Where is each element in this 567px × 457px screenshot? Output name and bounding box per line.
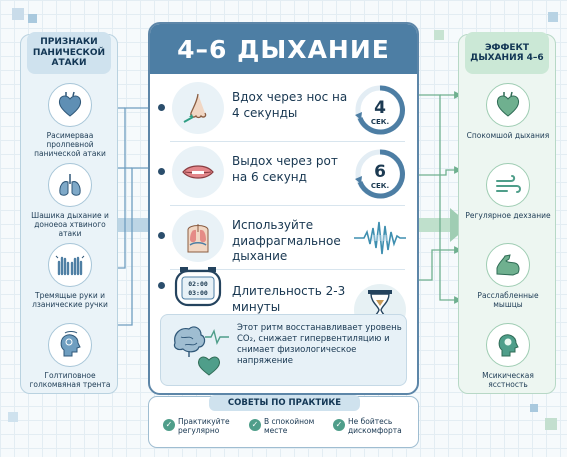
badge-unit: СЕК. (371, 182, 389, 190)
step-exhale: Выдох через рот на 6 секунд 6 СЕК. (150, 144, 417, 204)
calm-heart-icon (486, 83, 530, 127)
svg-text:03:00: 03:00 (188, 289, 208, 297)
panic-sign-label: Тремящые руки и лзаническиe ручки (32, 291, 108, 309)
step-text: Выдох через рот на 6 секунд (232, 154, 338, 184)
badge-unit: СЕК. (371, 118, 389, 126)
effect-label: Регулярное дехзание (465, 211, 551, 220)
step-text: Используйте диафрагмальное дыхание (232, 218, 341, 264)
lungs-icon (48, 163, 92, 207)
panic-sign-label: Шашика дыхание и доноеоа хтвиного атаки (31, 211, 109, 238)
co2-explanation-note: Этот ритм восстанавливает уровень CO₂, с… (160, 314, 407, 386)
sound-wave-icon (352, 210, 408, 266)
effect-item: Расслабленные мышцы (459, 243, 557, 309)
trembling-hands-icon (48, 243, 92, 287)
effect-label: Мсикическая ясстность (482, 371, 534, 389)
step-inhale: Вдох через нос на 4 секунды 4 СЕК. (150, 80, 417, 140)
panic-sign-item: Голтиповное голкомвяная трента (21, 323, 119, 389)
bullet-dot (158, 168, 165, 175)
diaphragm-icon (172, 210, 224, 262)
step-divider (170, 141, 405, 142)
nose-icon (172, 82, 224, 134)
step-divider (170, 205, 405, 206)
check-icon: ✓ (333, 419, 345, 431)
wind-icon (486, 163, 530, 207)
panic-sign-item: Расимерваа пролпевной панической атаки (21, 83, 119, 158)
effect-label: Расслабленные мышцы (477, 291, 539, 309)
right-thin-connectors (419, 91, 462, 304)
mouth-icon (172, 146, 224, 198)
bullet-dot (158, 232, 165, 239)
badge-number: 6 (374, 162, 386, 182)
effect-item: Спокомшой дыхания (459, 83, 557, 140)
timer-icon: 02:00 03:00 (172, 260, 224, 312)
panic-sign-label: Голтиповное голкомвяная трента (29, 371, 111, 389)
tip-label: Не бойтесь дискомфорта (348, 417, 402, 436)
check-icon: ✓ (163, 419, 175, 431)
effect-label: Спокомшой дыхания (466, 131, 550, 140)
effect-item: Мсикическая ясстность (459, 323, 557, 389)
tips-title: СОВЕТЫ ПО ПРАКТИКЕ (209, 395, 360, 411)
dizzy-head-icon (48, 323, 92, 367)
panic-sign-label: Расимерваа пролпевной панической атаки (34, 131, 106, 158)
badge-number: 4 (374, 98, 386, 118)
panic-sign-item: Тремящые руки и лзаническиe ручки (21, 243, 119, 309)
right-panel-title: ЭФФЕКТ ДЫХАНИЯ 4–6 (465, 32, 549, 74)
note-text: Этот ритм восстанавливает уровень CO₂, с… (237, 323, 402, 367)
arm-muscle-icon (486, 243, 530, 287)
check-icon: ✓ (249, 419, 261, 431)
svg-text:02:00: 02:00 (188, 280, 208, 288)
tip-label: В спокойном месте (264, 417, 315, 436)
clear-mind-icon (486, 323, 530, 367)
timer-badge-4: 4 СЕК. (352, 82, 408, 138)
practice-tips-box: СОВЕТЫ ПО ПРАКТИКЕ ✓ Практикуйте регуляр… (148, 395, 419, 448)
panic-sign-item: Шашика дыхание и доноеоа хтвиного атаки (21, 163, 119, 238)
step-divider (170, 269, 405, 270)
step-duration: 02:00 03:00 Длительность 2-3 минуты (150, 258, 417, 336)
decorative-squares (8, 8, 558, 430)
effect-item: Регулярное дехзание (459, 163, 557, 220)
breathing-technique-panel: 4–6 ДЫХАНИЕ Вдох через нос на 4 секунды … (148, 22, 419, 395)
left-panel-title: ПРИЗНАКИ ПАНИЧЕСКОЙ АТАКИ (27, 32, 111, 74)
bullet-dot (158, 282, 165, 289)
step-text: Вдох через нос на 4 секунды (232, 90, 348, 120)
timer-badge-6: 6 СЕК. (352, 146, 408, 202)
step-diaphragm: Используйте диафрагмальное дыхание (150, 208, 417, 268)
step-text: Длительность 2-3 минуты (232, 284, 346, 314)
heart-organ-icon (48, 83, 92, 127)
right-panel-breathing-effects: ЭФФЕКТ ДЫХАНИЯ 4–6 Спокомшой дыхания Рег… (458, 32, 557, 394)
tip-label: Практикуйте регулярно (178, 417, 230, 436)
bullet-dot (158, 104, 165, 111)
main-title: 4–6 ДЫХАНИЕ (150, 24, 417, 74)
brain-heart-icon (167, 321, 233, 381)
left-panel-panic-signs: ПРИЗНАКИ ПАНИЧЕСКОЙ АТАКИ Расимерваа про… (20, 32, 119, 394)
